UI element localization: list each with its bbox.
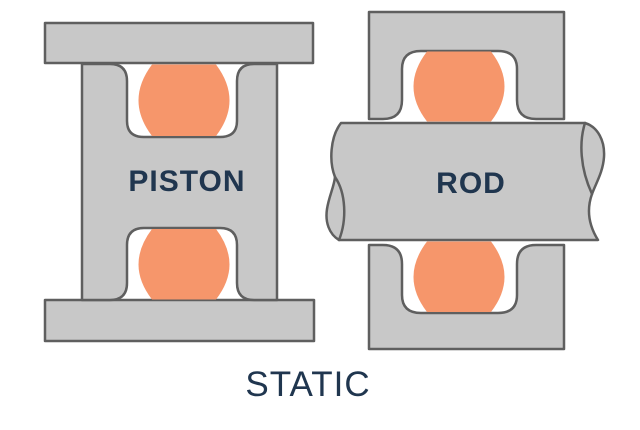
rod-housing-top (367, 10, 566, 121)
piston-oring-top (138, 64, 230, 136)
piston-oring-bottom (138, 229, 230, 300)
rod-left-end-ellipse (333, 175, 346, 242)
rod-label: ROD (436, 167, 506, 200)
rod-right-end-ellipse (580, 121, 594, 196)
caption-static: STATIC (245, 365, 370, 404)
piston-top-plate (43, 21, 315, 65)
rod-oring-bottom (413, 241, 505, 312)
rod-seal-section: ROD (325, 10, 606, 351)
piston-body (80, 62, 279, 302)
piston-bottom-plate (43, 298, 316, 343)
piston-label: PISTON (128, 165, 245, 198)
piston-seal-section: PISTON (43, 21, 316, 343)
rod-oring-top (413, 51, 505, 122)
rod-housing-bottom (367, 243, 566, 351)
